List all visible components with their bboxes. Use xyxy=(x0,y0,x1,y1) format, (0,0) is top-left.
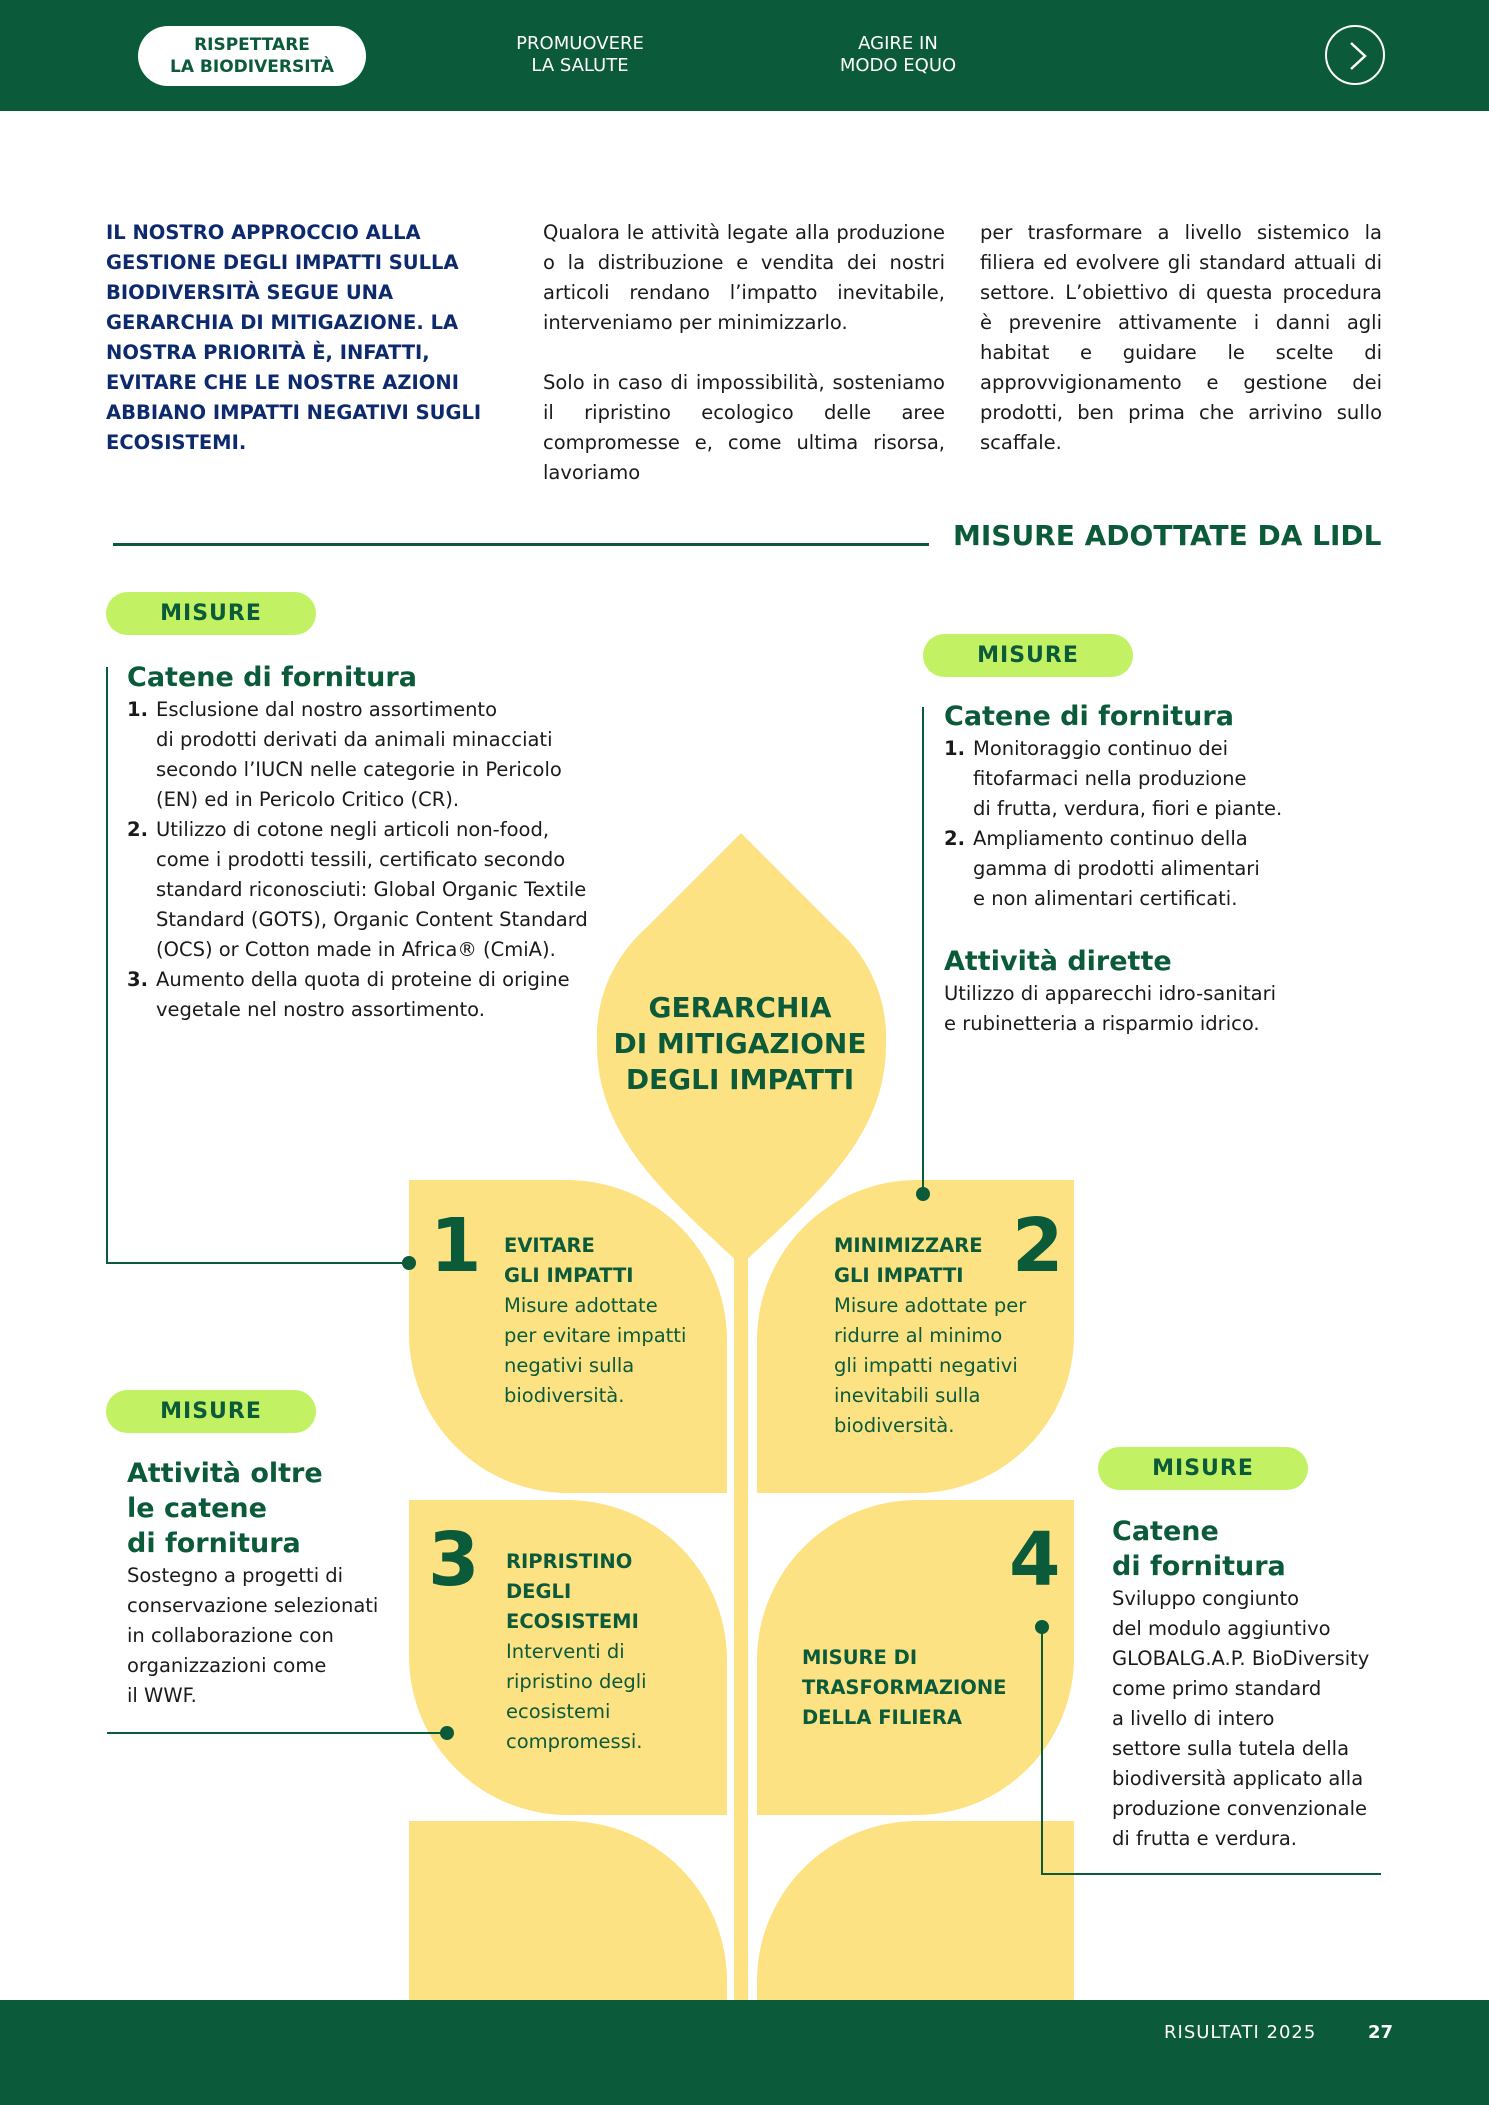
list-item-number: 3. xyxy=(127,968,148,991)
measure-2-subtitle: Attività dirette xyxy=(944,946,1172,977)
next-page-button[interactable] xyxy=(1325,25,1385,85)
list-item-number: 1. xyxy=(944,737,965,760)
diagram-center-title: GERARCHIA DI MITIGAZIONE DEGLI IMPATTI xyxy=(613,991,867,1096)
measure-badge-2: MISURE xyxy=(923,634,1133,677)
page-number: 27 xyxy=(1368,2022,1394,2043)
leaf-bottom-right xyxy=(757,1821,1074,2000)
connector-dot-4 xyxy=(1035,1620,1049,1634)
step-title-3: RIPRISTINO DEGLI ECOSISTEMI xyxy=(506,1550,639,1633)
measure-2-list: 1. Monitoraggio continuo dei fitofarmaci … xyxy=(944,734,1324,914)
step-number-3: 3 xyxy=(428,1517,480,1603)
measure-badge-1: MISURE xyxy=(106,592,316,635)
measure-3-title: Attività oltre le catene di fornitura xyxy=(127,1458,323,1559)
step-title-2: MINIMIZZARE GLI IMPATTI xyxy=(834,1234,983,1287)
intro-column-2: Qualora le attività legate alla produzio… xyxy=(543,218,945,488)
measure-2-title: Catene di fornitura xyxy=(944,701,1234,732)
intro-paragraph: Qualora le attività legate alla produzio… xyxy=(543,221,945,334)
intro-paragraph: per trasformare a livello sistemico la f… xyxy=(980,221,1382,454)
list-item-text: Ampliamento continuo della gamma di prod… xyxy=(973,827,1260,910)
connector-dot-2 xyxy=(916,1187,930,1201)
step-number-4: 4 xyxy=(1009,1517,1061,1603)
connector-dot-1 xyxy=(402,1256,416,1270)
list-item-text: Utilizzo di cotone negli articoli non-fo… xyxy=(156,818,588,961)
section-divider xyxy=(113,543,929,546)
measure-2-subtext: Utilizzo di apparecchi idro-sanitari e r… xyxy=(944,982,1277,1035)
footer-bar xyxy=(0,2000,1489,2105)
list-item-text: Monitoraggio continuo dei fitofarmaci ne… xyxy=(973,737,1283,820)
measure-badge-3: MISURE xyxy=(106,1390,316,1433)
intro-lead-statement: IL NOSTRO APPROCCIO ALLA GESTIONE DEGLI … xyxy=(106,221,482,454)
list-item: 2. Utilizzo di cotone negli articoli non-… xyxy=(127,815,597,965)
list-item-text: Aumento della quota di proteine di origi… xyxy=(156,968,570,1021)
step-desc-3: Interventi di ripristino degli ecosistem… xyxy=(506,1640,647,1753)
list-item: 2. Ampliamento continuo della gamma di pr… xyxy=(944,824,1324,914)
intro-paragraph: Solo in caso di impossibilità, sosteniam… xyxy=(543,371,945,484)
list-item: 3. Aumento della quota di proteine di ori… xyxy=(127,965,597,1025)
chevron-right-icon xyxy=(1350,42,1367,70)
measure-badge-4: MISURE xyxy=(1098,1447,1308,1490)
nav-tab-promuovere-salute[interactable]: PROMUOVERE LA SALUTE xyxy=(516,33,644,76)
list-item-number: 2. xyxy=(944,827,965,850)
measure-1-list: 1. Esclusione dal nostro assortimento di … xyxy=(127,695,597,1025)
nav-tab-rispettare-biodiversita[interactable]: RISPETTARE LA BIODIVERSITÀ xyxy=(138,26,366,86)
step-desc-2: Misure adottate per ridurre al minimo gl… xyxy=(834,1294,1027,1437)
measure-3-text: Sostegno a progetti di conservazione sel… xyxy=(127,1564,379,1707)
measure-1-title: Catene di fornitura xyxy=(127,662,417,693)
footer-report-label: RISULTATI 2025 xyxy=(1164,2022,1317,2043)
intro-column-3: per trasformare a livello sistemico la f… xyxy=(980,218,1382,458)
step-desc-1: Misure adottate per evitare impatti nega… xyxy=(504,1294,687,1407)
plant-stem xyxy=(734,1240,748,2000)
list-item-number: 2. xyxy=(127,818,148,841)
step-number-1: 1 xyxy=(430,1203,482,1289)
list-item-text: Esclusione dal nostro assortimento di pr… xyxy=(156,698,562,811)
measure-4-text: Sviluppo congiunto del modulo aggiuntivo… xyxy=(1112,1587,1370,1850)
step-title-1: EVITARE GLI IMPATTI xyxy=(504,1234,634,1287)
list-item: 1. Monitoraggio continuo dei fitofarmaci … xyxy=(944,734,1324,824)
step-title-4: MISURE DI TRASFORMAZIONE DELLA FILIERA xyxy=(802,1646,1007,1729)
section-title: MISURE ADOTTATE DA LIDL xyxy=(953,519,1382,552)
list-item: 1. Esclusione dal nostro assortimento di … xyxy=(127,695,597,815)
nav-tab-agire-equo[interactable]: AGIRE IN MODO EQUO xyxy=(839,33,957,76)
step-number-2: 2 xyxy=(1012,1203,1064,1289)
connector-dot-3 xyxy=(440,1726,454,1740)
leaf-bottom-left xyxy=(409,1821,727,2000)
list-item-number: 1. xyxy=(127,698,148,721)
measure-4-title: Catene di fornitura xyxy=(1112,1516,1286,1582)
